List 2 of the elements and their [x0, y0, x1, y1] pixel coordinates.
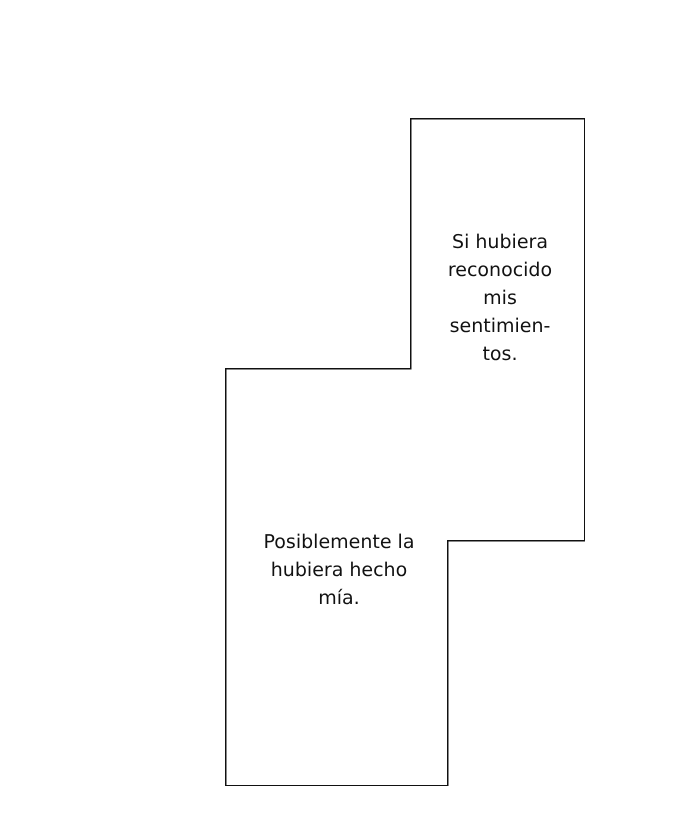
- caption-text: Si hubiera reconocido mis sentimien- tos.: [446, 230, 554, 367]
- caption-text: Posiblemente la hubiera hecho mía.: [262, 530, 416, 611]
